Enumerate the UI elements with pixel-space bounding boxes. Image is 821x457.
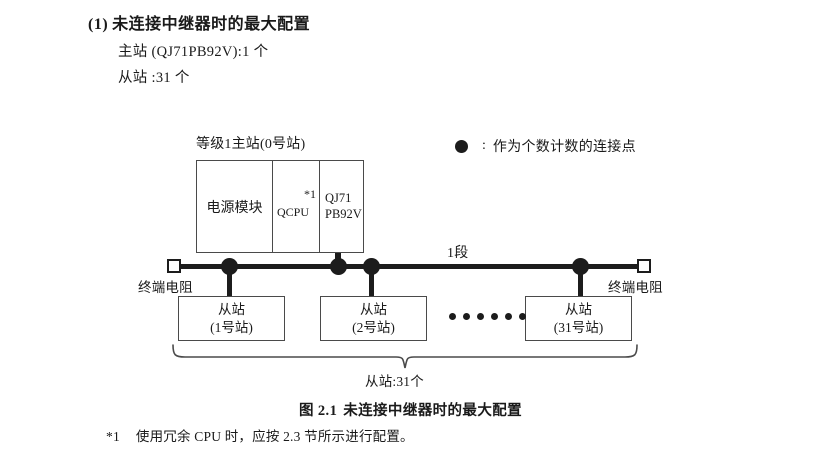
section-heading: (1)未连接中继器时的最大配置 <box>88 10 310 34</box>
power-supply-module-label: 电源模块 <box>206 200 263 216</box>
slave-station-number: (31号站) <box>553 319 604 335</box>
figure-caption: 图 2.1 未连接中继器时的最大配置 <box>0 399 821 420</box>
master-station-rack: 电源模块 *1 QCPU QJ71 PB92V <box>196 160 364 253</box>
section-number: (1) <box>88 16 109 33</box>
filled-circle-icon <box>455 139 468 153</box>
slave-group-brace-label: 从站:31个 <box>365 374 424 389</box>
slave-station-number: (2号站) <box>352 319 395 335</box>
cpu-module-label: QCPU <box>277 205 310 219</box>
bus-trunk-line <box>176 264 644 269</box>
terminal-resistor-right-icon <box>637 259 651 273</box>
terminal-resistor-right-label: 终端电阻 <box>608 280 663 295</box>
segment-label: 1段 <box>447 246 469 261</box>
section-line-master-count: 主站 (QJ71PB92V):1 个 <box>118 44 269 60</box>
network-module-label-line1: QJ71 <box>325 190 352 205</box>
slave-station-number: (1号站) <box>210 319 253 335</box>
footnote: *1 使用冗余 CPU 时，应按 2.3 节所示进行配置。 <box>106 425 414 445</box>
slave-station-name: 从站 <box>218 301 245 317</box>
network-module-label-line2: PB92V <box>325 206 362 221</box>
footnote-mark: *1 <box>106 429 120 444</box>
cpu-module-cell: *1 QCPU <box>273 161 320 252</box>
legend-label: 作为个数计数的连接点 <box>492 140 636 155</box>
figure-title: 未连接中继器时的最大配置 <box>343 403 523 419</box>
figure-number: 图 2.1 <box>298 403 338 419</box>
slave-station-box: 从站 (1号站) <box>178 296 285 341</box>
master-station-label: 等级1主站(0号站) <box>196 137 306 152</box>
slave-station-name: 从站 <box>565 301 592 317</box>
slave-drop-line <box>369 266 374 296</box>
slave-drop-line <box>578 266 583 296</box>
slave-group-brace-icon <box>172 344 638 369</box>
power-supply-module-cell: 电源模块 <box>197 161 273 252</box>
slave-station-box: 从站 (31号站) <box>525 296 632 341</box>
slave-station-box: 从站 (2号站) <box>320 296 427 341</box>
cpu-footnote-mark: *1 <box>304 187 316 201</box>
section-title: 未连接中继器时的最大配置 <box>112 16 311 33</box>
legend: : 作为个数计数的连接点 <box>455 136 636 156</box>
network-module-cell: QJ71 PB92V <box>320 161 363 252</box>
ellipsis-dots-icon <box>449 313 526 320</box>
terminal-resistor-left-icon <box>167 259 181 273</box>
section-line-slave-count: 从站 :31 个 <box>118 70 190 86</box>
legend-colon: : <box>482 138 486 153</box>
slave-station-name: 从站 <box>360 301 387 317</box>
slave-drop-line <box>227 266 232 296</box>
connection-point-dot <box>330 258 347 275</box>
terminal-resistor-left-label: 终端电阻 <box>138 280 193 295</box>
footnote-text: 使用冗余 CPU 时，应按 2.3 节所示进行配置。 <box>135 429 414 444</box>
